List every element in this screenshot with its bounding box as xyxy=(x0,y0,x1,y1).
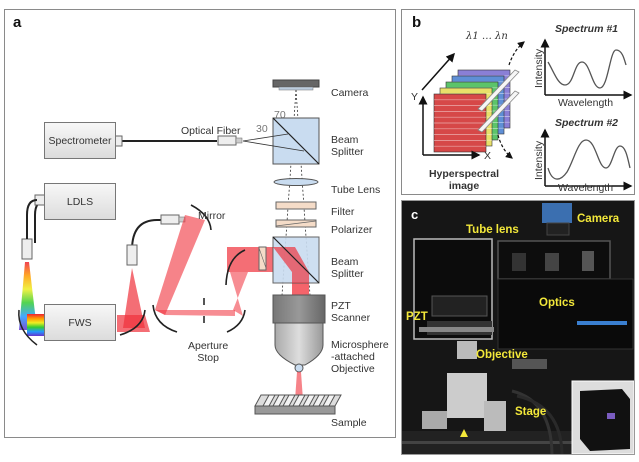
fws-box: FWS xyxy=(44,304,116,341)
panel-a-schematic: a xyxy=(4,9,396,438)
dashed-arrow-1 xyxy=(508,41,525,66)
panel-b-hyperspectral: b λ1 … λn Y X Hyperspectral image Spectr… xyxy=(401,9,635,195)
panel-c-label: c xyxy=(411,207,419,222)
spectrum-2-title: Spectrum #2 xyxy=(555,117,619,129)
pixel-probe-1 xyxy=(477,69,520,112)
lambda-range-label: λ1 … λn xyxy=(466,31,508,42)
spectral-layers xyxy=(433,69,511,153)
panel-c-photo: c Camera Tube lens Optics PZT Objective … xyxy=(401,200,635,455)
optics-plate xyxy=(497,278,634,350)
camera-body xyxy=(272,79,320,88)
camera-label: Camera xyxy=(331,87,369,99)
beam-splitter-top-label: Beam Splitter xyxy=(331,134,364,158)
microsphere xyxy=(294,363,304,373)
mirror-2 xyxy=(190,204,212,231)
photo-objective-label: Objective xyxy=(476,349,528,361)
stage-block xyxy=(447,373,487,418)
objective-lens xyxy=(457,341,477,359)
photo-camera-label: Camera xyxy=(577,213,620,225)
pzt-scanner-label: PZT Scanner xyxy=(331,300,371,324)
spectrum-2-xlabel: Wavelength xyxy=(558,182,614,194)
photo-tube-lens-label: Tube lens xyxy=(466,224,519,236)
panel-b-label: b xyxy=(412,14,422,31)
objective-label: Microsphere -attached Objective xyxy=(331,339,389,375)
angle-70-label: 70 xyxy=(274,109,286,121)
spectrometer-box: Spectrometer xyxy=(44,122,116,159)
photo-stage-label: Stage xyxy=(515,406,547,418)
polarizer-label: Polarizer xyxy=(331,224,373,236)
panel-a-label: a xyxy=(13,14,22,31)
spectrum-2-curve xyxy=(547,139,631,180)
tube-lens-label: Tube Lens xyxy=(331,184,381,196)
dashed-arrow-2 xyxy=(497,134,513,159)
pzt-scanner-shape xyxy=(272,294,326,324)
mirror-4 xyxy=(226,309,246,333)
instrument-photo xyxy=(402,201,634,454)
optical-setup-drawing xyxy=(18,79,342,415)
photo-optics-label: Optics xyxy=(539,297,575,309)
photo-pzt-label: PZT xyxy=(406,311,428,323)
mirror-3 xyxy=(152,304,178,333)
aperture-stop-label: Aperture Stop xyxy=(188,340,229,364)
objective-shape xyxy=(274,322,324,366)
spectrum-1-xlabel: Wavelength xyxy=(558,97,614,109)
fiber-connector-right xyxy=(217,135,237,146)
tube-lens-shape xyxy=(273,178,319,186)
camera-unit xyxy=(542,203,572,223)
pixel-probe-2 xyxy=(477,90,520,133)
beam-splitter-bottom-label: Beam Splitter xyxy=(331,256,364,280)
lambda-axis-arrow xyxy=(421,52,455,91)
ldls-box: LDLS xyxy=(44,183,116,220)
y-axis-label: Y xyxy=(411,91,419,103)
hyperspectral-drawing xyxy=(418,38,633,191)
ldls-fiber-connector xyxy=(21,238,33,260)
spectrum-1-curve xyxy=(547,49,627,89)
x-axis-label: X xyxy=(484,150,492,162)
filter-label: Filter xyxy=(331,206,355,218)
angle-30-label: 30 xyxy=(256,123,268,135)
optical-fiber-label: Optical Fiber xyxy=(181,125,241,137)
mirror-label: Mirror xyxy=(198,210,226,222)
spectrum-1-ylabel: Intensity xyxy=(533,48,545,88)
camera-sensor xyxy=(278,86,314,91)
fiber-connector-mid xyxy=(126,244,138,266)
spectrum-1-title: Spectrum #1 xyxy=(555,23,619,35)
hyperspectral-caption: Hyperspectral image xyxy=(428,168,500,192)
filter-shape xyxy=(275,201,317,210)
sample-label: Sample xyxy=(331,417,367,429)
spectrum-band xyxy=(27,314,49,336)
mirror-1 xyxy=(119,309,146,336)
mirror-5 xyxy=(225,249,246,286)
spectrum-2-ylabel: Intensity xyxy=(533,140,545,180)
